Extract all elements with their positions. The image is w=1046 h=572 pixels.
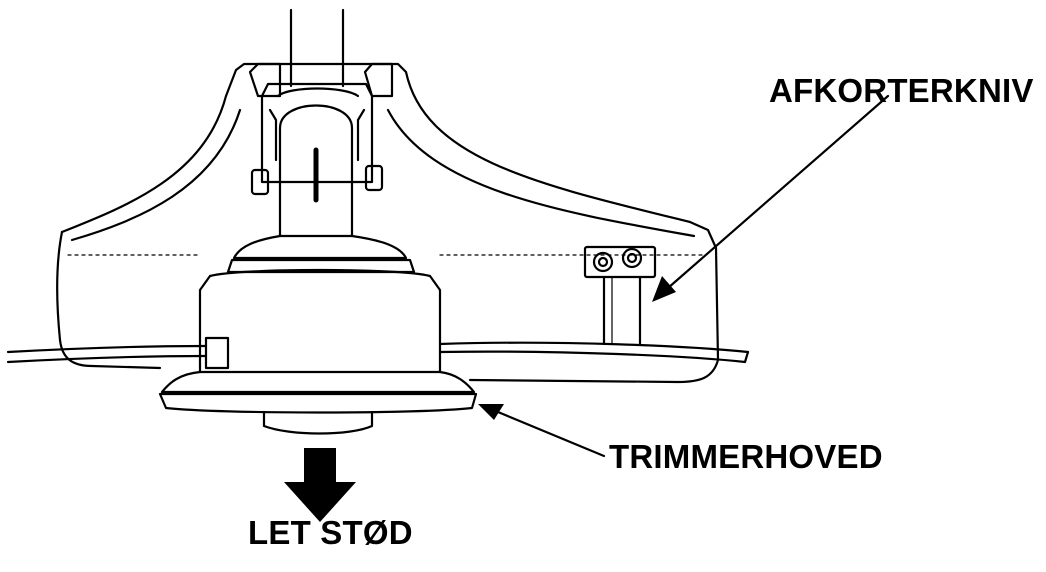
guard xyxy=(56,62,720,384)
leader-lines xyxy=(496,94,890,458)
flange-cup xyxy=(226,234,416,274)
trimmer-head-label: TRIMMERHOVED xyxy=(609,438,883,475)
tap-action-label: LET STØD xyxy=(248,514,413,551)
shaft xyxy=(289,8,345,88)
leader-arrowheads xyxy=(478,276,676,420)
arrow-down-icon xyxy=(284,448,356,522)
trimmer-head-body xyxy=(158,268,478,435)
cutter-blade-label: AFKORTERKNIV xyxy=(769,72,1034,109)
trimmer-line xyxy=(6,341,750,364)
line-cutter-blade xyxy=(583,245,657,346)
gear-housing xyxy=(250,82,384,238)
